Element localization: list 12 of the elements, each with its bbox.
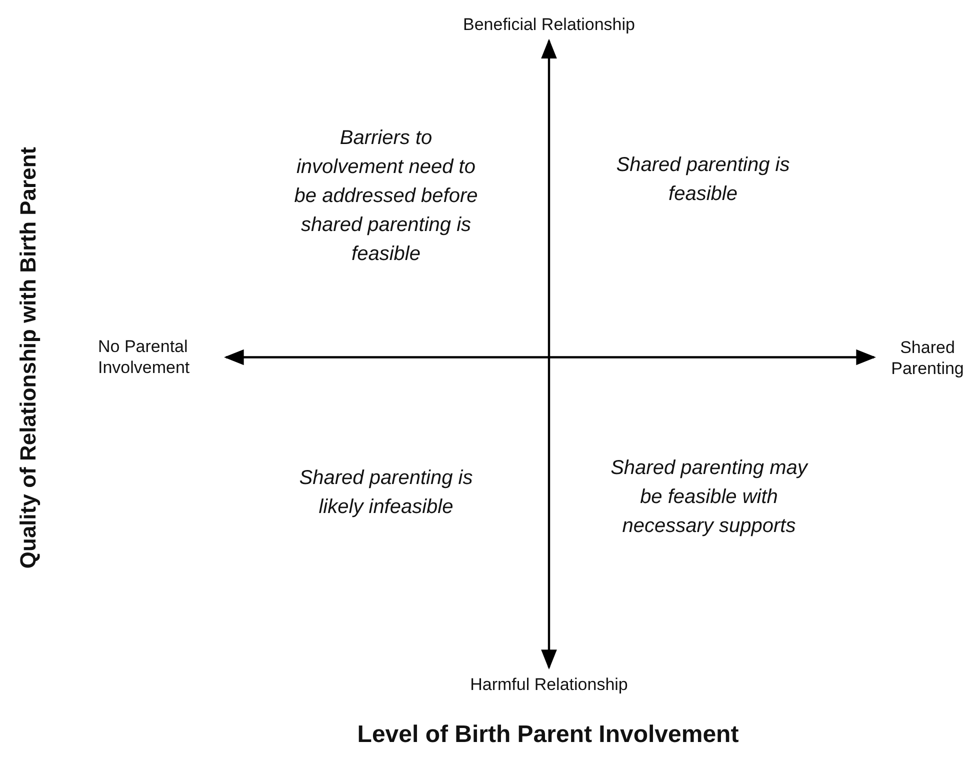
- axis-title: Quality of Relationship with Birth Parent: [14, 146, 42, 571]
- quadrant-text: Shared parenting is feasible: [615, 153, 791, 207]
- quadrant-text: Shared parenting is likely infeasible: [298, 466, 474, 520]
- axis-end-label: Shared Parenting: [880, 336, 967, 379]
- double-arrow: [224, 349, 876, 366]
- axis-title: Level of Birth Parent Involvement: [356, 720, 740, 750]
- axis-end-label: Harmful Relationship: [429, 674, 669, 695]
- quadrant-text: Shared parenting may be feasible with necessary supports: [610, 456, 810, 538]
- quadrant-text: Barriers to involvement need to be addressed before shared parenting is feasible: [294, 126, 478, 266]
- axis-end-label: Beneficial Relationship: [429, 14, 669, 35]
- axis-end-label: No Parental Involvement: [98, 336, 220, 378]
- double-arrow: [541, 38, 557, 670]
